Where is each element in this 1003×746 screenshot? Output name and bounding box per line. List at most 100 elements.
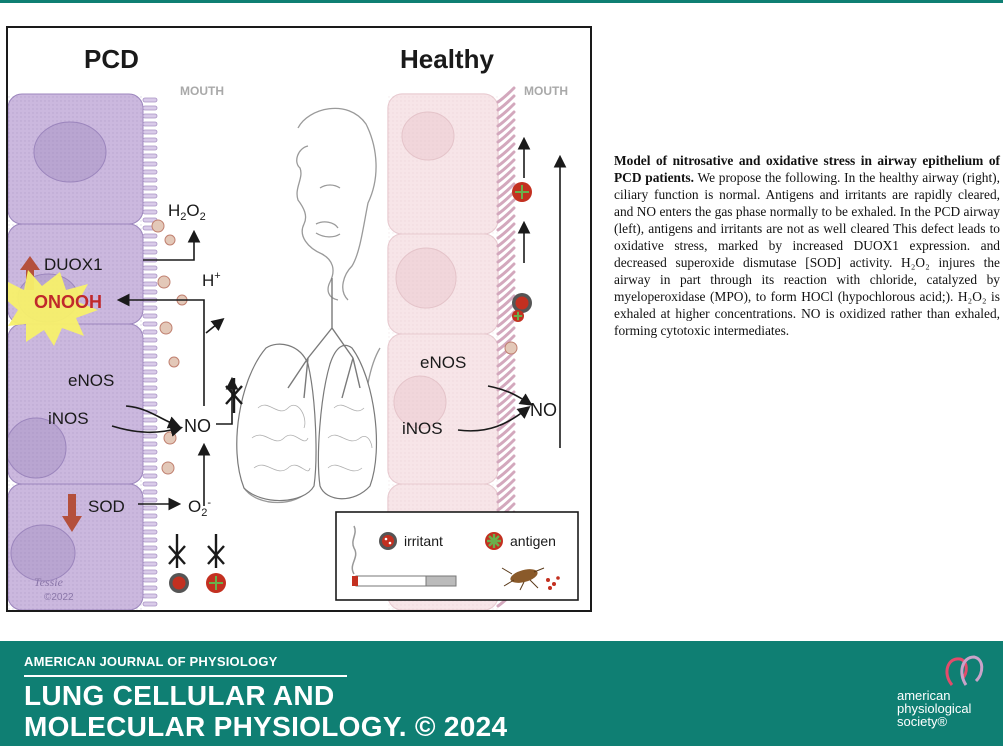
o2-minus-label: O2- bbox=[188, 497, 211, 519]
no-label-healthy: NO bbox=[530, 400, 557, 420]
cilium bbox=[142, 337, 158, 343]
cilium bbox=[142, 233, 158, 239]
cilium bbox=[142, 129, 158, 135]
cilium bbox=[142, 113, 158, 119]
cilium bbox=[142, 241, 158, 247]
enos-label-healthy: eNOS bbox=[420, 353, 466, 372]
cilium bbox=[496, 182, 516, 200]
figure-caption: Model of nitrosative and oxidative stres… bbox=[614, 152, 1000, 339]
cilium bbox=[496, 422, 516, 440]
cilium bbox=[142, 545, 158, 551]
onooh-burst-icon bbox=[8, 270, 98, 346]
cilium bbox=[142, 121, 158, 127]
antigen-marking bbox=[209, 576, 223, 590]
cilium bbox=[142, 289, 158, 295]
blocked-x-marks bbox=[168, 378, 243, 568]
cockroach-icon bbox=[501, 567, 560, 591]
cilium bbox=[496, 126, 516, 144]
cilium bbox=[142, 513, 158, 519]
cilium bbox=[142, 489, 158, 495]
cilium bbox=[496, 334, 516, 352]
mouth-label-right: MOUTH bbox=[524, 84, 568, 98]
journal-line-1: LUNG CELLULAR AND bbox=[24, 680, 335, 711]
h-plus-label: H+ bbox=[202, 270, 221, 290]
cilium bbox=[142, 521, 158, 527]
cilium bbox=[142, 385, 158, 391]
society-line-2: physiological bbox=[897, 701, 972, 716]
panel-title-pcd: PCD bbox=[84, 44, 139, 74]
lung-sketch-icon bbox=[236, 278, 378, 502]
duox1-label: DUOX1 bbox=[44, 255, 103, 274]
no-label-pcd: NO bbox=[184, 416, 211, 436]
cilium bbox=[142, 281, 158, 287]
pcd-arrows bbox=[111, 229, 239, 511]
cilium bbox=[142, 473, 158, 479]
cilium bbox=[142, 481, 158, 487]
caption-body: We propose the following. In the healthy… bbox=[614, 170, 1000, 338]
cilium bbox=[142, 305, 158, 311]
legend: irritant antigen bbox=[335, 511, 579, 601]
aps-logo-icon bbox=[945, 655, 984, 686]
debris-particle bbox=[157, 275, 171, 289]
panel-title-healthy: Healthy bbox=[400, 44, 494, 74]
journal-line-2: MOLECULAR PHYSIOLOGY. bbox=[24, 711, 407, 742]
society-name: american physiological society® bbox=[897, 689, 971, 728]
debris-particle bbox=[504, 341, 518, 355]
legend-irritant-label: irritant bbox=[404, 533, 443, 549]
antigen-marking bbox=[513, 311, 523, 321]
debris-particle bbox=[159, 321, 173, 335]
cilium bbox=[142, 345, 158, 351]
cilium bbox=[142, 505, 158, 511]
cilium bbox=[142, 433, 158, 439]
cilium bbox=[142, 377, 158, 383]
cigarette-icon bbox=[351, 525, 457, 587]
figure-panel: PCD Healthy MOUTH MOUTH H2O2 DUOX1 H+ ON… bbox=[6, 26, 592, 612]
cilium bbox=[496, 166, 516, 184]
cilium bbox=[142, 441, 158, 447]
cilium bbox=[496, 454, 516, 472]
cilium bbox=[142, 393, 158, 399]
cilium bbox=[496, 478, 516, 496]
legend-antigen-label: antigen bbox=[510, 533, 556, 549]
cilium bbox=[142, 105, 158, 111]
cilium bbox=[142, 361, 158, 367]
cilium bbox=[142, 353, 158, 359]
antigen-marking bbox=[515, 185, 529, 199]
cilium bbox=[142, 209, 158, 215]
cilium bbox=[496, 486, 516, 504]
cilium bbox=[496, 222, 516, 240]
society-line-3: society® bbox=[897, 714, 948, 729]
cilium bbox=[142, 425, 158, 431]
cilium bbox=[496, 278, 516, 296]
debris-particle bbox=[161, 461, 175, 475]
inos-label-healthy: iNOS bbox=[402, 419, 443, 438]
cilium bbox=[142, 585, 158, 591]
journal-copyright: © 2024 bbox=[414, 711, 508, 742]
cilium bbox=[142, 273, 158, 279]
cilium bbox=[496, 246, 516, 264]
cilium bbox=[142, 577, 158, 583]
cilium bbox=[142, 153, 158, 159]
cilium bbox=[496, 110, 516, 128]
cilium bbox=[496, 470, 516, 488]
antigen-legend-icon bbox=[485, 532, 503, 550]
mouth-label-left: MOUTH bbox=[180, 84, 224, 98]
healthy-particles bbox=[504, 182, 532, 355]
cilium bbox=[142, 593, 158, 599]
cilium bbox=[496, 398, 516, 416]
cilium bbox=[496, 262, 516, 280]
cilium bbox=[496, 366, 516, 384]
cilium bbox=[496, 230, 516, 248]
cilium bbox=[142, 553, 158, 559]
debris-particle bbox=[164, 234, 176, 246]
pcd-cilia bbox=[142, 97, 158, 607]
cilium bbox=[142, 601, 158, 607]
cilium bbox=[142, 185, 158, 191]
kicker-rule bbox=[24, 675, 347, 677]
irritant-core bbox=[515, 296, 529, 310]
cilium bbox=[496, 214, 516, 232]
cilium bbox=[496, 406, 516, 424]
cilium bbox=[142, 465, 158, 471]
cilium bbox=[496, 158, 516, 176]
cilium bbox=[142, 569, 158, 575]
